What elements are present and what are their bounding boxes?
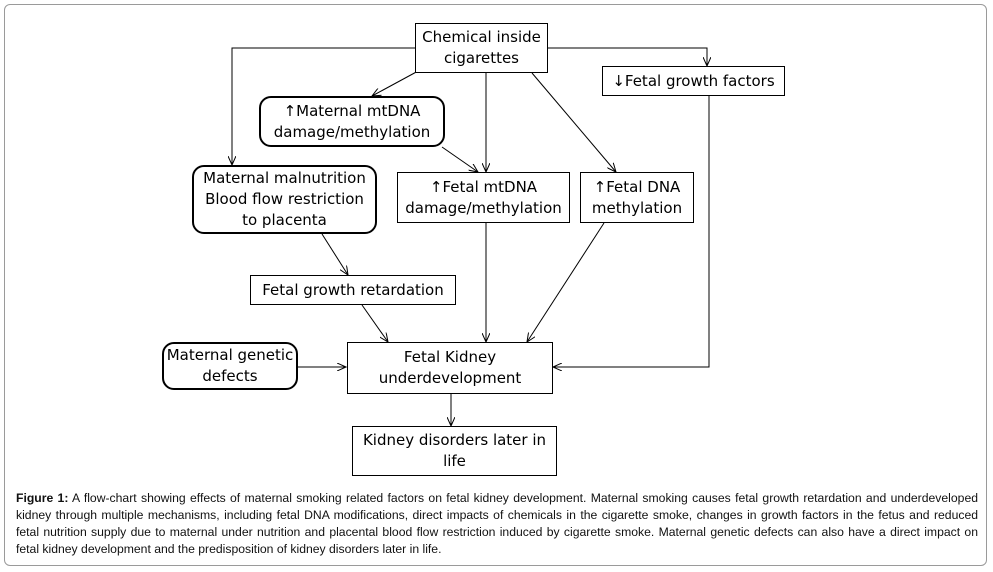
caption-text: A flow-chart showing effects of maternal… [16, 491, 978, 556]
node-maternal-mtdna-damage: ↑Maternal mtDNA damage/methylation [259, 96, 445, 147]
caption-label: Figure 1: [16, 491, 69, 505]
node-label: cigarettes [444, 49, 519, 67]
arrow-chemical-to-growth-factors [548, 47, 707, 66]
node-label: underdevelopment [378, 369, 522, 387]
node-label: Fetal Kidney [403, 348, 497, 366]
node-label: ↓Fetal growth factors [612, 71, 775, 90]
arrow-chemical-to-maternal-mtdna [372, 69, 421, 96]
node-fetal-kidney-underdevelopment: Fetal Kidney underdevelopment [347, 342, 553, 394]
node-label: to placenta [242, 211, 327, 229]
node-label: Chemical inside [422, 28, 541, 46]
arrow-chemical-to-fetal-dna [531, 72, 616, 172]
figure-caption: Figure 1: A flow-chart showing effects o… [16, 490, 978, 558]
node-fetal-growth-retardation: Fetal growth retardation [250, 275, 456, 305]
arrow-fetal-dna-to-kidney [527, 222, 605, 342]
node-label: ↑Fetal DNA [593, 177, 681, 196]
node-maternal-malnutrition: Maternal malnutrition Blood flow restric… [192, 165, 377, 234]
node-label: damage/methylation [405, 198, 562, 217]
node-fetal-mtdna-damage: ↑Fetal mtDNA damage/methylation [397, 172, 570, 223]
arrow-malnutrition-to-retardation [321, 233, 348, 275]
arrow-growth-factors-to-kidney [553, 96, 710, 367]
node-kidney-disorders-later: Kidney disorders later in life [352, 426, 557, 476]
arrow-maternal-mtdna-to-fetal-mtdna [441, 146, 478, 172]
node-label: defects [202, 367, 258, 385]
node-label: Blood flow restriction [205, 190, 364, 208]
node-fetal-growth-factors: ↓Fetal growth factors [602, 66, 785, 96]
node-label: ↑Maternal mtDNA [283, 101, 421, 120]
node-label: methylation [591, 198, 683, 217]
node-fetal-dna-methylation: ↑Fetal DNA methylation [580, 172, 694, 223]
node-label: Kidney disorders later in [362, 431, 547, 449]
node-label: ↑Fetal mtDNA [429, 177, 538, 196]
node-label: Maternal malnutrition [203, 169, 366, 187]
node-label: Maternal genetic [166, 346, 294, 364]
node-maternal-genetic-defects: Maternal genetic defects [162, 342, 298, 390]
node-label: life [443, 452, 466, 470]
arrow-chemical-to-malnutrition [232, 47, 415, 165]
node-label: damage/methylation [273, 122, 431, 141]
arrow-retardation-to-kidney [361, 304, 388, 342]
node-chemical-inside-cigarettes: Chemical inside cigarettes [415, 23, 548, 73]
node-label: Fetal growth retardation [262, 280, 444, 299]
